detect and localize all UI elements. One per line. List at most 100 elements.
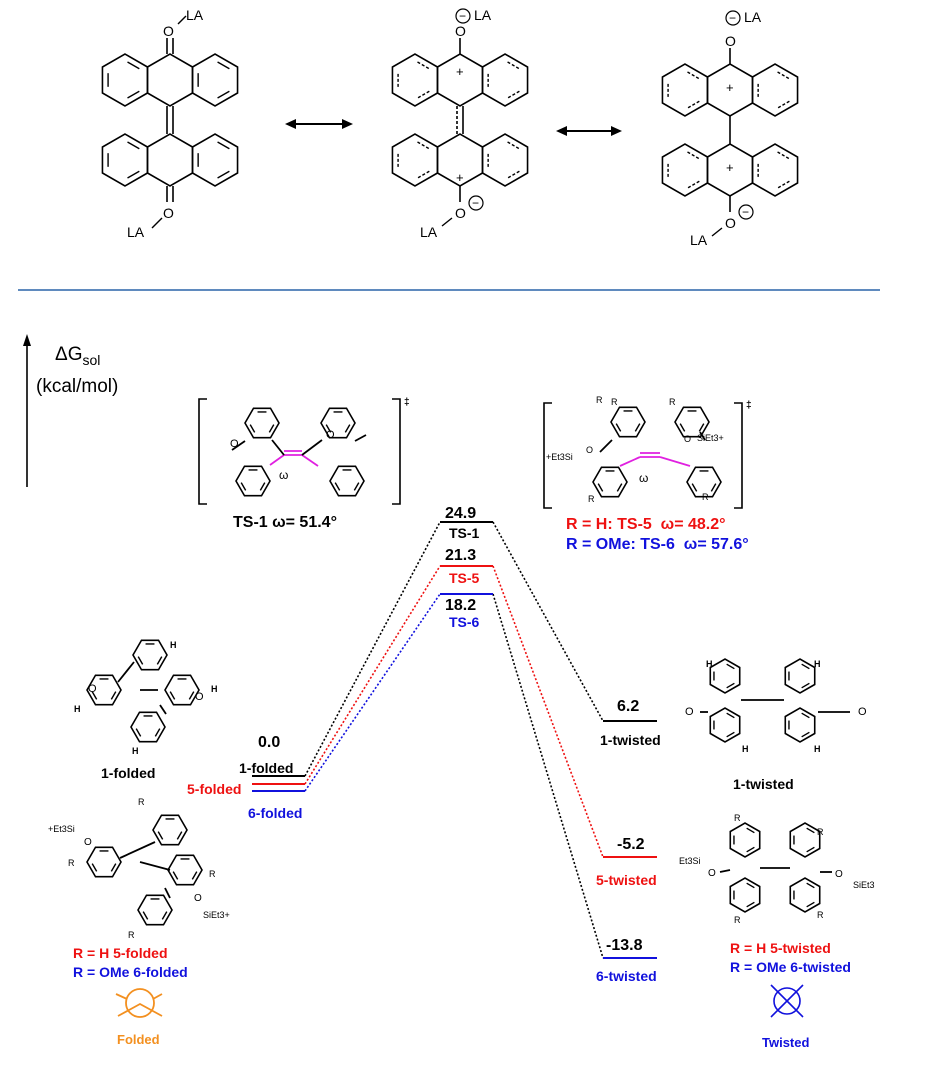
level-label-6-folded: 6-folded <box>248 805 302 821</box>
ring-bond <box>152 814 188 846</box>
negative-charge: − <box>729 11 736 25</box>
folded-newman-icon: Folded <box>115 988 163 1047</box>
r-group-label: R <box>611 397 618 407</box>
folded-56-structure: +Et3Si O O SiEt3+ R R R R R = H 5-folded… <box>48 797 230 980</box>
ring-double-bond <box>687 100 700 109</box>
ring-bond <box>784 658 816 694</box>
oxygen-label: O <box>163 205 174 221</box>
ring-double-bond <box>777 151 790 160</box>
h-label: H <box>74 704 81 714</box>
bond <box>619 456 641 467</box>
energy-value: 6.2 <box>617 698 639 715</box>
ring-bond <box>191 53 239 107</box>
ring-bond <box>789 822 821 858</box>
energy-value: 0.0 <box>258 734 280 751</box>
ring-double-bond <box>691 483 698 492</box>
ring-bond <box>130 711 166 743</box>
r-group-label: R <box>669 397 676 407</box>
silyl-label: SiEt3+ <box>203 910 230 920</box>
ring-double-bond <box>217 61 230 70</box>
ring-double-bond <box>726 712 735 719</box>
ring-double-bond <box>687 180 700 189</box>
level-folded: 0.0 1-folded 5-folded 6-folded <box>187 734 305 821</box>
ring-double-bond <box>801 663 810 670</box>
resonance-structure-c: − LA O + + O − LA <box>690 9 762 248</box>
oxygen-label: O <box>194 893 202 904</box>
positive-charge: + <box>726 160 734 175</box>
bond <box>719 869 731 873</box>
ring-double-bond <box>142 911 149 920</box>
ring-double-bond <box>726 663 735 670</box>
connector-lines <box>304 521 604 959</box>
positive-charge: + <box>726 80 734 95</box>
double-dagger: ‡ <box>404 397 410 408</box>
negative-charge: − <box>459 9 466 23</box>
ring-double-bond <box>417 90 430 99</box>
ring-bond <box>320 407 356 439</box>
ring-double-bond <box>746 901 755 908</box>
ring-double-bond <box>217 170 230 179</box>
oxygen-label: O <box>163 23 174 39</box>
ring-bond <box>137 894 173 926</box>
ring-double-bond <box>726 731 735 738</box>
energy-axis: ΔGsol (kcal/mol) <box>23 334 118 487</box>
ring-double-bond <box>616 483 623 492</box>
ring-double-bond <box>806 846 815 853</box>
ring-double-bond <box>110 691 117 700</box>
folded-1-structure: O O H H H H 1-folded <box>74 640 218 781</box>
bond <box>699 431 706 441</box>
ring-double-bond <box>344 424 351 433</box>
ring-bond <box>86 846 122 878</box>
h-label: H <box>170 640 177 650</box>
positive-charge: + <box>456 64 464 79</box>
omega-label: ω <box>279 468 288 482</box>
ring-bond <box>86 674 122 706</box>
oxygen-label: O <box>230 438 239 450</box>
ring-bond <box>235 465 271 497</box>
energy-value: -5.2 <box>617 836 645 853</box>
bond <box>599 439 613 453</box>
ring-double-bond <box>176 831 183 840</box>
lewis-acid-label: LA <box>186 7 204 23</box>
oxygen-label: O <box>725 33 736 49</box>
molecular-structures <box>86 53 850 926</box>
ring-double-bond <box>777 100 790 109</box>
level-label-6-twisted: 6-twisted <box>596 968 657 984</box>
level-ts: 24.9 TS-1 21.3 TS-5 18.2 TS-6 <box>440 505 493 630</box>
negative-charge: − <box>472 196 479 210</box>
h-label: H <box>814 659 821 669</box>
ring-double-bond <box>507 170 520 179</box>
silyl-label: +Et3Si <box>546 452 573 462</box>
level-label-ts1: TS-1 <box>449 525 480 541</box>
bond <box>354 434 367 442</box>
ring-double-bond <box>217 90 230 99</box>
ring-double-bond <box>135 728 142 737</box>
level-label-ts6: TS-6 <box>449 614 480 630</box>
resonance-structure-a: O LA O LA <box>127 7 204 240</box>
ring-bond <box>164 674 200 706</box>
omega-label: ω <box>639 471 648 485</box>
ring-bond <box>391 53 439 107</box>
caption-1-folded: 1-folded <box>101 765 155 781</box>
ts5-caption: R = H: TS-5 ω= 48.2° <box>566 516 726 533</box>
caption-6-twisted: R = OMe 6-twisted <box>730 959 851 975</box>
level-label-5-folded: 5-folded <box>187 781 241 797</box>
h-label: H <box>706 659 713 669</box>
bond <box>139 861 171 871</box>
bond <box>269 454 285 466</box>
ring-bond <box>729 877 761 913</box>
r-group-label: R <box>209 869 216 879</box>
caption-6-folded: R = OMe 6-folded <box>73 964 188 980</box>
energy-value: 24.9 <box>445 505 476 522</box>
ring-double-bond <box>325 424 332 433</box>
level-label-5-twisted: 5-twisted <box>596 872 657 888</box>
h-label: H <box>814 744 821 754</box>
oxygen-label: O <box>195 691 204 703</box>
ring-bond <box>709 658 741 694</box>
ring-bond <box>191 133 239 187</box>
oxygen-label: O <box>684 434 691 444</box>
ring-double-bond <box>746 846 755 853</box>
ring-bond <box>146 53 194 107</box>
folded-symbol-label: Folded <box>117 1032 160 1047</box>
axis-label: ΔGsol <box>55 344 100 368</box>
